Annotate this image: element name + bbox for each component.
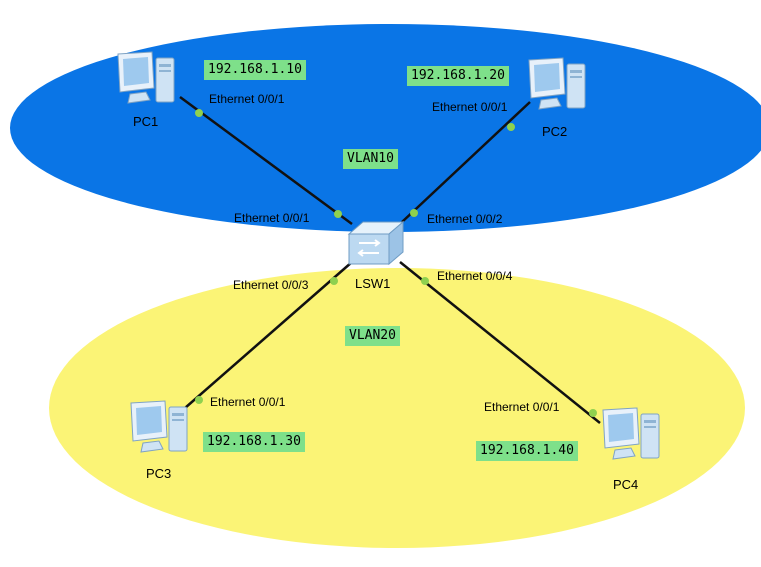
pc2-port-label: Ethernet 0/0/1 xyxy=(432,100,508,114)
link-pc2 xyxy=(401,101,531,223)
pc-icon[interactable] xyxy=(112,48,180,112)
pc4-port-label: Ethernet 0/0/1 xyxy=(484,400,560,414)
pc-icon[interactable] xyxy=(125,397,193,461)
switch-icon[interactable] xyxy=(345,216,407,268)
switch-port-e3-label: Ethernet 0/0/3 xyxy=(233,278,309,292)
link-pc4 xyxy=(399,261,601,424)
port-dot-sw-e3 xyxy=(330,277,338,285)
ip-tag-pc1: 192.168.1.10 xyxy=(204,60,306,80)
ip-tag-pc4: 192.168.1.40 xyxy=(476,441,578,461)
link-pc1 xyxy=(179,95,353,226)
vlan20-label: VLAN20 xyxy=(345,326,400,346)
switch-port-e1-label: Ethernet 0/0/1 xyxy=(234,211,310,225)
pc-icon[interactable] xyxy=(523,54,591,118)
link-pc3 xyxy=(184,261,353,409)
pc4-name: PC4 xyxy=(613,477,639,492)
pc3-port-label: Ethernet 0/0/1 xyxy=(210,395,286,409)
port-dot-sw-e2 xyxy=(410,209,418,217)
port-dot-sw-e4 xyxy=(421,277,429,285)
port-dot-pc2 xyxy=(507,123,515,131)
pc1-name: PC1 xyxy=(133,114,159,129)
port-dot-pc4 xyxy=(589,409,597,417)
switch-port-e4-label: Ethernet 0/0/4 xyxy=(437,269,513,283)
port-dot-pc3 xyxy=(195,396,203,404)
ip-tag-pc2: 192.168.1.20 xyxy=(407,66,509,86)
vlan20-area xyxy=(49,268,745,548)
port-dot-pc1 xyxy=(195,109,203,117)
switch-port-e2-label: Ethernet 0/0/2 xyxy=(427,212,503,226)
vlan10-label: VLAN10 xyxy=(343,149,398,169)
ip-tag-pc3: 192.168.1.30 xyxy=(203,432,305,452)
port-dot-sw-e1 xyxy=(334,210,342,218)
switch-name: LSW1 xyxy=(355,276,391,291)
pc1-port-label: Ethernet 0/0/1 xyxy=(209,92,285,106)
pc3-name: PC3 xyxy=(146,466,172,481)
pc-icon[interactable] xyxy=(597,404,665,468)
pc2-name: PC2 xyxy=(542,124,568,139)
